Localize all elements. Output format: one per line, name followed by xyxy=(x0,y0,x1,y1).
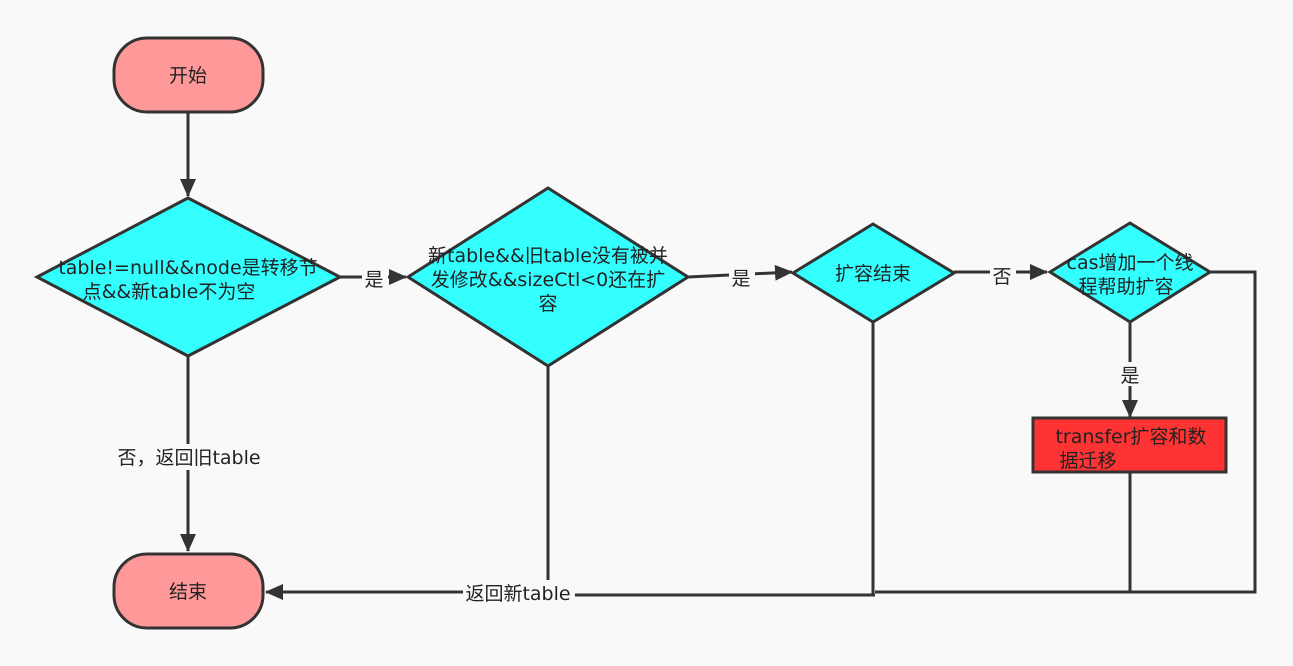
cas-add-thread-label-line-2: 程帮助扩容 xyxy=(1078,276,1173,298)
check-concurrent-label-line-3: 容 xyxy=(538,293,557,315)
check-table-label-line-2: 点&&新table不为空 xyxy=(83,281,256,303)
transfer-label-line-1: transfer扩容和数 xyxy=(1055,426,1206,448)
check-table-node: table!=null&&node是转移节 点&&新table不为空 xyxy=(33,196,344,358)
end-node: 结束 xyxy=(112,552,265,630)
edge-label-yes-1: 是 xyxy=(364,269,383,291)
edge-cas-right-loop xyxy=(875,270,1257,594)
edge-label-return-new: 返回新table xyxy=(465,583,570,605)
label-bg-yes-3 xyxy=(1118,362,1144,386)
end-label: 结束 xyxy=(169,581,207,603)
resize-done-shape xyxy=(790,222,957,324)
check-table-label-line-1: table!=null&&node是转移节 xyxy=(58,257,317,279)
check-table-shape xyxy=(33,196,344,358)
check-concurrent-label-line-2: 发修改&&sizeCtl<0还在扩 xyxy=(431,269,665,291)
label-bg-return-new xyxy=(463,580,575,606)
transfer-label-line-2: 据迁移 xyxy=(1059,450,1116,472)
check-concurrent-label-line-1: 新table&&旧table没有被并 xyxy=(428,245,668,267)
edge-label-yes-2: 是 xyxy=(731,268,750,290)
check-concurrent-node: 新table&&旧table没有被并 发修改&&sizeCtl<0还在扩 容 xyxy=(405,186,691,368)
start-shape xyxy=(112,36,265,114)
edge-label-no-1: 否 xyxy=(992,266,1011,288)
start-label: 开始 xyxy=(169,65,207,87)
label-bg-yes-1 xyxy=(362,266,388,290)
start-node: 开始 xyxy=(112,36,265,114)
cas-add-thread-node: cas增加一个线 程帮助扩容 xyxy=(1047,221,1213,324)
resize-done-label: 扩容结束 xyxy=(835,263,911,285)
edge-label-no-return-old: 否，返回旧table xyxy=(117,447,260,469)
cas-add-thread-label-line-1: cas增加一个线 xyxy=(1067,252,1194,274)
cas-add-thread-shape xyxy=(1047,221,1213,324)
resize-done-node: 扩容结束 xyxy=(790,222,957,324)
transfer-node: transfer扩容和数 据迁移 xyxy=(1031,416,1228,474)
label-bg-no-return-old xyxy=(114,444,264,470)
edge-label-yes-3: 是 xyxy=(1120,365,1139,387)
label-bg-no-1 xyxy=(990,263,1016,287)
end-shape xyxy=(112,552,265,630)
check-concurrent-shape xyxy=(405,186,691,368)
label-bg-yes-2 xyxy=(729,265,755,289)
transfer-shape xyxy=(1031,416,1228,474)
